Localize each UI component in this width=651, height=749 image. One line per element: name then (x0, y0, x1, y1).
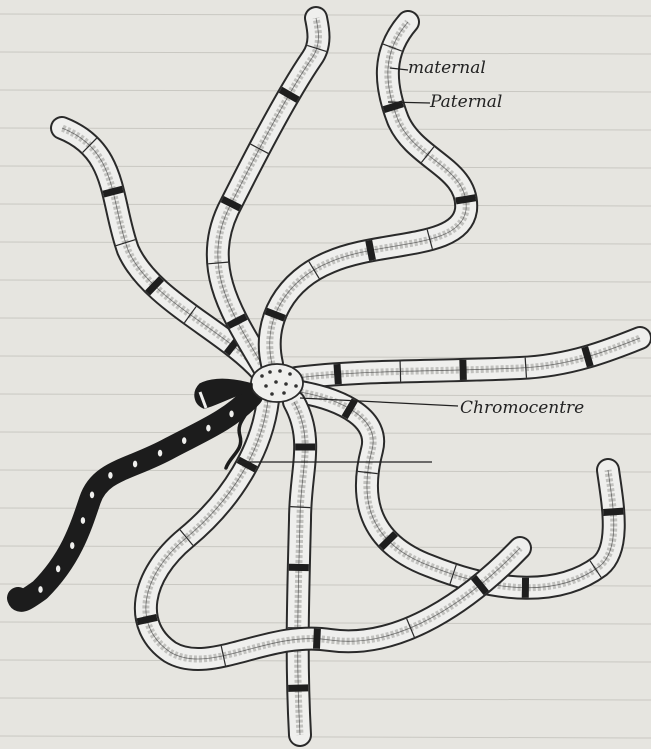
x-arm-puff (158, 450, 162, 457)
chromosome-band (137, 617, 157, 621)
x-arm-puff (206, 425, 210, 432)
chromocentre-dot (274, 380, 278, 384)
x-arm-puff (108, 472, 112, 479)
label-maternal: maternal (408, 58, 486, 78)
chromocentre-dot (264, 384, 268, 388)
chromocentre-dot (282, 391, 286, 395)
chromocentre-dot (278, 369, 282, 373)
chromosome-arm-4 (296, 338, 640, 384)
chromocentre-dot (288, 372, 292, 376)
x-arm-puff (133, 461, 137, 468)
chromocentre-dot (270, 392, 274, 396)
x-arm-puff (182, 437, 186, 444)
chromosome-band (400, 361, 401, 381)
chromocentre-dot (268, 370, 272, 374)
chromocentre-dot (294, 384, 298, 388)
chromosome-arms (62, 18, 640, 735)
chromosome-band (456, 198, 476, 201)
x-arm-puff (70, 542, 74, 549)
x-arm-puff (81, 517, 85, 524)
chromosome-band (317, 629, 318, 649)
label-chromocentre: Chromocentre (460, 398, 584, 418)
chromosome-band (103, 189, 122, 194)
chromocentre (251, 364, 303, 402)
chromosome-band (463, 360, 464, 380)
x-arm-puff (56, 565, 60, 572)
label-paternal: Paternal (430, 92, 502, 112)
x-arm-puff (229, 410, 233, 417)
x-arm-puff (90, 491, 94, 498)
chromosome-band (369, 241, 373, 261)
chromosome-band (603, 511, 623, 512)
chromocentre-dot (260, 374, 264, 378)
chromosome-band (337, 364, 338, 384)
chromosome-arm-6 (288, 402, 315, 735)
chromosome-arm-5 (300, 392, 623, 598)
chromocentre-dot (284, 382, 288, 386)
x-arm-puff (38, 586, 42, 593)
